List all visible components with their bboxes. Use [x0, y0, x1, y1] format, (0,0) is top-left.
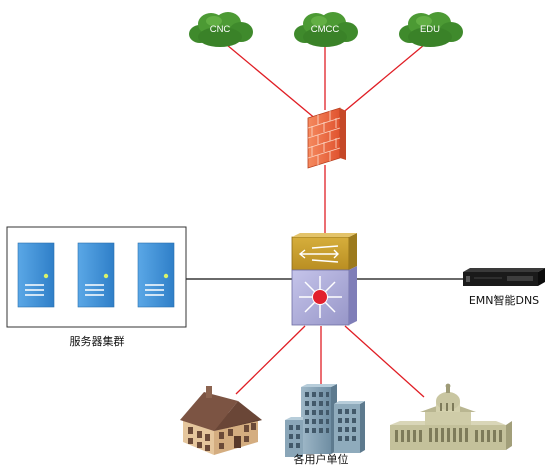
- user-units-label: 各用户单位: [294, 452, 349, 466]
- cloud-icon: [189, 12, 253, 47]
- cloud-cmcc: CMCC: [294, 12, 358, 47]
- link-switch-house: [235, 325, 306, 395]
- cloud-label-cmcc: CMCC: [311, 24, 340, 35]
- server-icon: [137, 242, 175, 308]
- connection-lines: [186, 39, 463, 398]
- cloud-icon: [399, 12, 463, 47]
- server-icon: [17, 242, 55, 308]
- layer3-switch-icon: [291, 233, 357, 326]
- dns-device-label: EMN智能DNS: [469, 293, 539, 307]
- cloud-edu: EDU: [399, 12, 463, 47]
- office-building-icon: [285, 384, 365, 457]
- dns-device: EMN智能DNS: [463, 268, 545, 307]
- server-cluster-label: 服务器集群: [70, 334, 125, 348]
- capitol-building-icon: [390, 383, 512, 450]
- cloud-label-edu: EDU: [420, 24, 440, 35]
- server-cluster: 服务器集群: [6, 226, 187, 348]
- cloud-icon: [294, 12, 358, 47]
- cloud-label-cnc: CNC: [210, 24, 231, 35]
- cloud-cnc: CNC: [189, 12, 253, 47]
- link-switch-government: [344, 325, 425, 398]
- rack-appliance-icon: [463, 268, 545, 286]
- house-icon: [180, 386, 262, 455]
- link-cnc-firewall: [220, 39, 324, 126]
- user-units: 各用户单位: [180, 383, 512, 466]
- firewall-icon: [307, 107, 346, 169]
- server-icon: [77, 242, 115, 308]
